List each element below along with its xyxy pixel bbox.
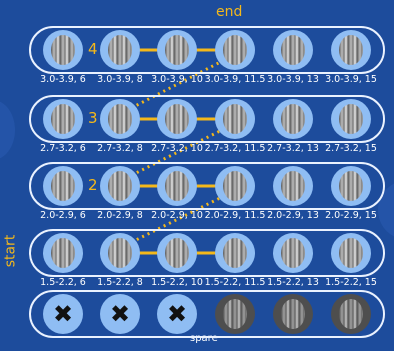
slot-1-1[interactable]	[100, 99, 140, 139]
spare-slot-0[interactable]: ✖	[43, 294, 83, 334]
slot-0-3[interactable]	[215, 30, 255, 70]
slot-3-2[interactable]	[157, 233, 197, 273]
slot-caption: 2.7-3.2, 15	[295, 143, 394, 154]
slot-1-2[interactable]	[157, 99, 197, 139]
slot-3-0[interactable]	[43, 233, 83, 273]
step-number: 3	[88, 109, 98, 127]
slot-0-0[interactable]	[43, 30, 83, 70]
slot-2-3[interactable]	[215, 166, 255, 206]
bolt-icon	[51, 238, 75, 268]
spare-slot-2[interactable]: ✖	[157, 294, 197, 334]
bolt-icon	[165, 238, 189, 268]
bolt-icon	[339, 299, 363, 329]
slot-0-1[interactable]	[100, 30, 140, 70]
bolt-icon	[51, 35, 75, 65]
step-number: 4	[88, 40, 98, 58]
slot-0-5[interactable]	[331, 30, 371, 70]
step-number: 2	[88, 176, 98, 194]
spare-slot-1[interactable]: ✖	[100, 294, 140, 334]
slot-caption: 3.0-3.9, 15	[295, 74, 394, 85]
spare-slot-4[interactable]	[273, 294, 313, 334]
bolt-icon	[223, 171, 247, 201]
slot-3-1[interactable]	[100, 233, 140, 273]
bolt-icon	[339, 35, 363, 65]
slot-1-5[interactable]	[331, 99, 371, 139]
slot-3-4[interactable]	[273, 233, 313, 273]
slot-2-5[interactable]	[331, 166, 371, 206]
bolt-icon	[108, 238, 132, 268]
slot-0-4[interactable]	[273, 30, 313, 70]
bolt-icon	[165, 171, 189, 201]
bolt-icon	[108, 35, 132, 65]
slot-1-4[interactable]	[273, 99, 313, 139]
bolt-icon	[281, 238, 305, 268]
bolt-icon	[223, 104, 247, 134]
bolt-icon	[339, 171, 363, 201]
slot-1-3[interactable]	[215, 99, 255, 139]
bolt-icon	[281, 35, 305, 65]
slot-3-5[interactable]	[331, 233, 371, 273]
x-mark-icon: ✖	[100, 294, 140, 334]
bolt-icon	[281, 171, 305, 201]
bolt-icon	[51, 171, 75, 201]
slot-0-2[interactable]	[157, 30, 197, 70]
bolt-icon	[223, 35, 247, 65]
slot-2-2[interactable]	[157, 166, 197, 206]
bolt-icon	[223, 299, 247, 329]
bolt-icon	[108, 171, 132, 201]
bolt-icon	[51, 104, 75, 134]
slot-caption: 2.0-2.9, 15	[295, 210, 394, 221]
spare-slot-3[interactable]	[215, 294, 255, 334]
bolt-icon	[223, 238, 247, 268]
bolt-icon	[281, 299, 305, 329]
spare-slot-5[interactable]	[331, 294, 371, 334]
x-mark-icon: ✖	[157, 294, 197, 334]
slot-2-4[interactable]	[273, 166, 313, 206]
bolt-icon	[165, 35, 189, 65]
slot-2-0[interactable]	[43, 166, 83, 206]
slot-3-3[interactable]	[215, 233, 255, 273]
x-mark-icon: ✖	[43, 294, 83, 334]
bolt-icon	[339, 238, 363, 268]
bolt-icon	[108, 104, 132, 134]
bolt-icon	[339, 104, 363, 134]
slot-1-0[interactable]	[43, 99, 83, 139]
slot-caption: 1.5-2.2, 15	[295, 277, 394, 288]
bolt-icon	[165, 104, 189, 134]
bolt-icon	[281, 104, 305, 134]
slot-2-1[interactable]	[100, 166, 140, 206]
